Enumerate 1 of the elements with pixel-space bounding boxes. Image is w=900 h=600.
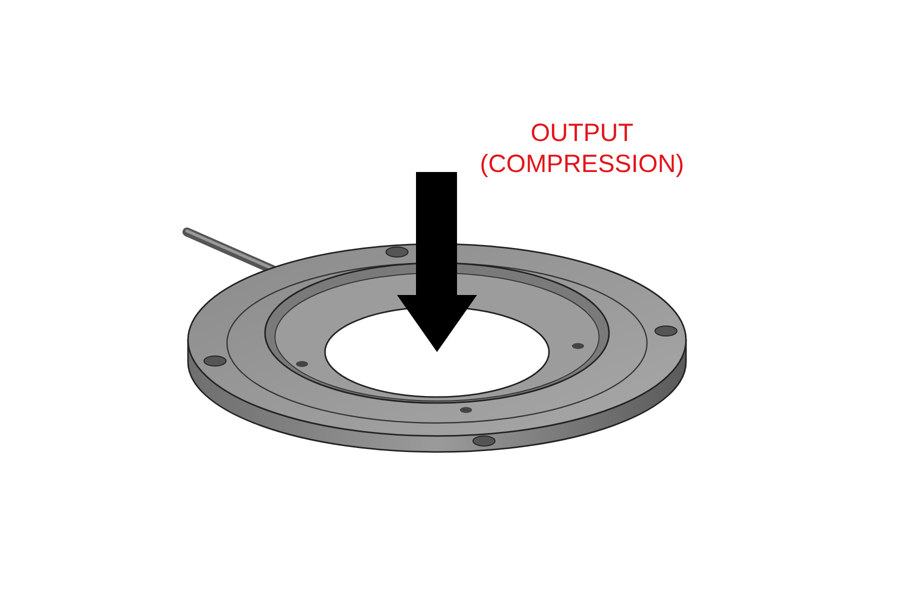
force-label: OUTPUT (COMPRESSION) bbox=[480, 118, 684, 180]
